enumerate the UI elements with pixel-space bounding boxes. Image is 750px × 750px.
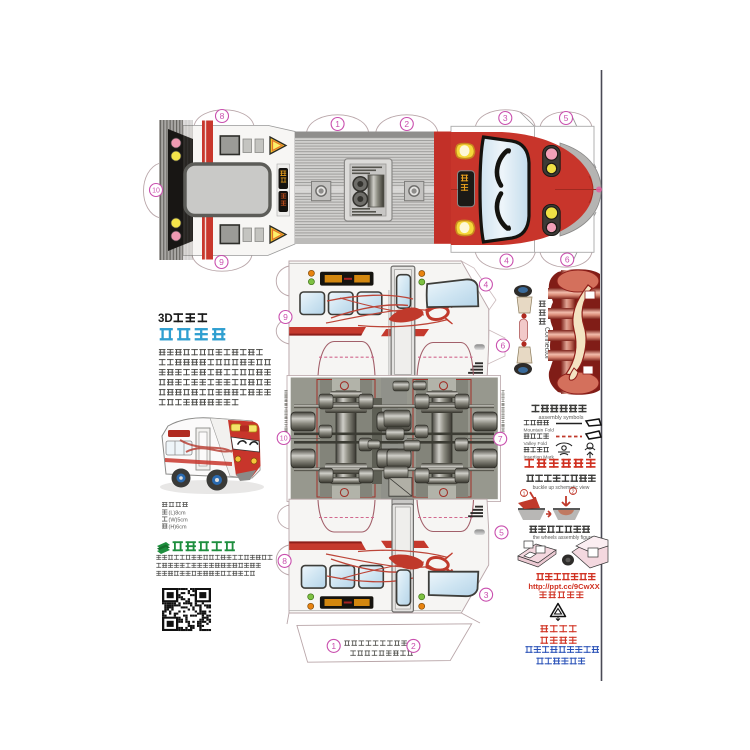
svg-text:2: 2: [571, 490, 574, 496]
svg-text:5: 5: [499, 527, 504, 537]
svg-text:10: 10: [152, 188, 160, 195]
svg-text:6: 6: [501, 341, 506, 351]
svg-text:3: 3: [484, 590, 489, 600]
svg-text:3D: 3D: [158, 313, 173, 325]
svg-text:2: 2: [411, 641, 416, 651]
svg-text:assembly symbols: assembly symbols: [539, 415, 584, 421]
svg-text:buckle up schematic view: buckle up schematic view: [533, 485, 590, 491]
svg-text:9: 9: [219, 257, 224, 267]
svg-text:Connector: Connector: [543, 327, 550, 360]
svg-text:Insertion Mark: Insertion Mark: [524, 455, 555, 461]
svg-text:http://ppt.cc/9CwXX: http://ppt.cc/9CwXX: [528, 582, 599, 591]
svg-text:(L)8cm: (L)8cm: [169, 511, 187, 517]
svg-text:5: 5: [564, 113, 569, 123]
svg-text:4: 4: [484, 280, 489, 290]
svg-text:8: 8: [282, 556, 287, 566]
svg-text:1: 1: [331, 641, 336, 651]
svg-text:1: 1: [335, 119, 340, 129]
svg-text:4: 4: [504, 256, 509, 266]
svg-text:2: 2: [404, 119, 409, 129]
svg-text:10: 10: [280, 436, 288, 443]
svg-text:Mountain Fold: Mountain Fold: [524, 428, 555, 434]
svg-text:(W)5cm: (W)5cm: [169, 518, 189, 524]
svg-text:9: 9: [283, 312, 288, 322]
svg-text:Valley Fold: Valley Fold: [524, 441, 548, 447]
svg-text:1: 1: [522, 492, 525, 498]
svg-text:(H)6cm: (H)6cm: [169, 525, 187, 531]
svg-text:8: 8: [220, 111, 225, 121]
svg-text:3: 3: [503, 113, 508, 123]
svg-text:the wheels assembly figure: the wheels assembly figure: [533, 535, 594, 541]
svg-text:6: 6: [565, 255, 570, 265]
svg-text:7: 7: [498, 434, 503, 444]
